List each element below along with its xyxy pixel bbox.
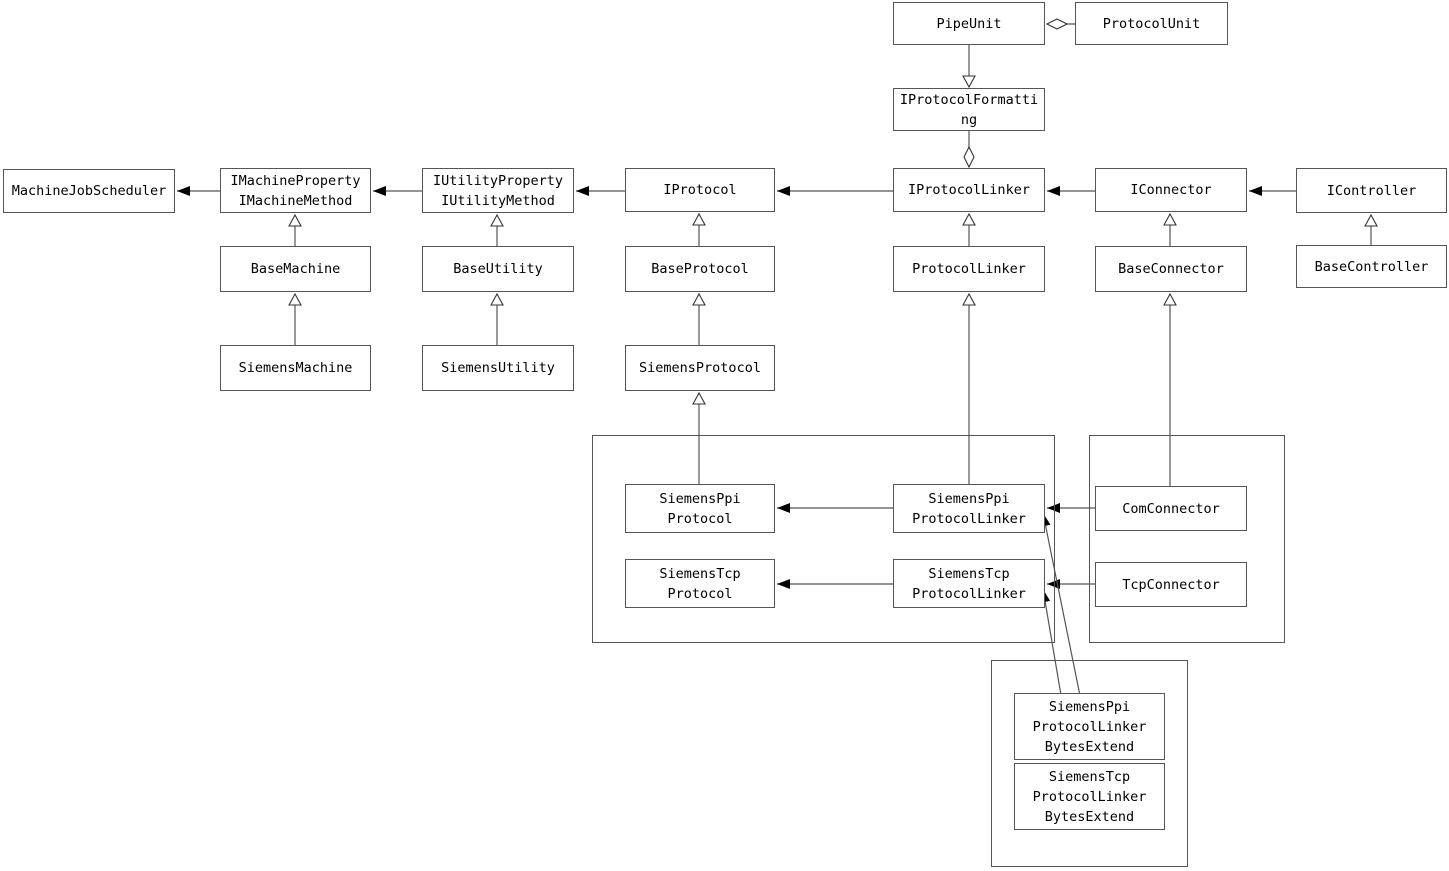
class-siemens-machine[interactable]: SiemensMachine — [220, 345, 371, 391]
class-imachine-property[interactable]: IMachineProperty IMachineMethod — [220, 168, 371, 213]
class-protocol-unit[interactable]: ProtocolUnit — [1075, 2, 1228, 45]
class-base-utility[interactable]: BaseUtility — [422, 246, 574, 292]
class-protocol-linker[interactable]: ProtocolLinker — [893, 246, 1045, 292]
class-icontroller[interactable]: IController — [1296, 168, 1447, 213]
class-iutility-property[interactable]: IUtilityProperty IUtilityMethod — [422, 168, 574, 213]
class-siemens-tcp-linker-bytes[interactable]: SiemensTcp ProtocolLinker BytesExtend — [1014, 763, 1165, 830]
class-iprotocol[interactable]: IProtocol — [625, 168, 775, 212]
group-connector-impl — [1089, 435, 1285, 643]
class-tcp-connector[interactable]: TcpConnector — [1095, 562, 1247, 607]
class-machine-job-scheduler[interactable]: MachineJobScheduler — [3, 169, 175, 213]
class-siemens-ppi-linker[interactable]: SiemensPpi ProtocolLinker — [893, 484, 1045, 533]
class-base-controller[interactable]: BaseController — [1296, 245, 1447, 288]
class-iconnector[interactable]: IConnector — [1095, 168, 1247, 212]
class-siemens-tcp-protocol[interactable]: SiemensTcp Protocol — [625, 559, 775, 608]
class-siemens-protocol[interactable]: SiemensProtocol — [625, 345, 775, 391]
class-base-machine[interactable]: BaseMachine — [220, 246, 371, 292]
class-base-protocol[interactable]: BaseProtocol — [625, 246, 775, 292]
class-pipe-unit[interactable]: PipeUnit — [893, 2, 1045, 45]
class-siemens-utility[interactable]: SiemensUtility — [422, 345, 574, 391]
class-siemens-ppi-protocol[interactable]: SiemensPpi Protocol — [625, 484, 775, 533]
class-base-connector[interactable]: BaseConnector — [1095, 246, 1247, 292]
class-iprotocol-formatting[interactable]: IProtocolFormatti ng — [893, 88, 1045, 131]
class-siemens-ppi-linker-bytes[interactable]: SiemensPpi ProtocolLinker BytesExtend — [1014, 693, 1165, 760]
class-com-connector[interactable]: ComConnector — [1095, 486, 1247, 531]
class-iprotocol-linker[interactable]: IProtocolLinker — [893, 168, 1045, 212]
group-protocol-impl — [592, 435, 1055, 643]
class-siemens-tcp-linker[interactable]: SiemensTcp ProtocolLinker — [893, 559, 1045, 608]
